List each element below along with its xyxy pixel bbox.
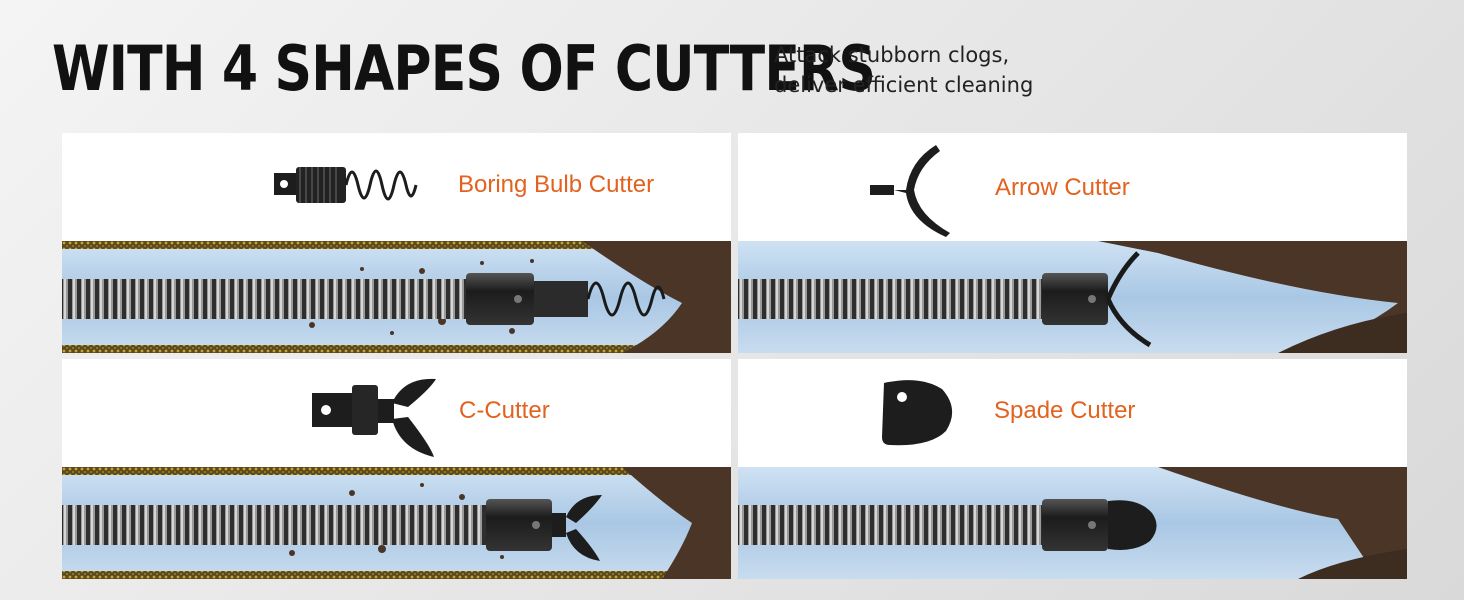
- pipe-scene: [738, 241, 1407, 353]
- pipe-scene: [62, 241, 731, 353]
- spade-cutter-icon: [882, 380, 953, 446]
- cutter-card-c-cutter: C-Cutter: [62, 359, 731, 579]
- cutter-card-spade: Spade Cutter: [738, 359, 1407, 579]
- cutter-label: Spade Cutter: [994, 397, 1136, 424]
- pipe-scene: [738, 467, 1407, 579]
- subtitle-line-2: deliver efficient cleaning: [774, 73, 1034, 97]
- pipe-scene: [62, 467, 731, 579]
- cutter-card-boring-bulb: Boring Bulb Cutter: [62, 133, 731, 353]
- page-subtitle: Attack stubborn clogs, deliver efficient…: [774, 40, 1033, 100]
- arrow-cutter-icon: [870, 145, 950, 237]
- cutter-card-arrow: Arrow Cutter: [738, 133, 1407, 353]
- cutter-label: C-Cutter: [459, 397, 550, 424]
- c-cutter-icon: [312, 378, 436, 457]
- page-title: WITH 4 SHAPES OF CUTTERS: [52, 32, 876, 105]
- cutter-label: Boring Bulb Cutter: [458, 171, 655, 198]
- cutter-label: Arrow Cutter: [995, 174, 1130, 201]
- bulb-cutter-icon: [274, 167, 418, 203]
- subtitle-line-1: Attack stubborn clogs,: [774, 43, 1010, 67]
